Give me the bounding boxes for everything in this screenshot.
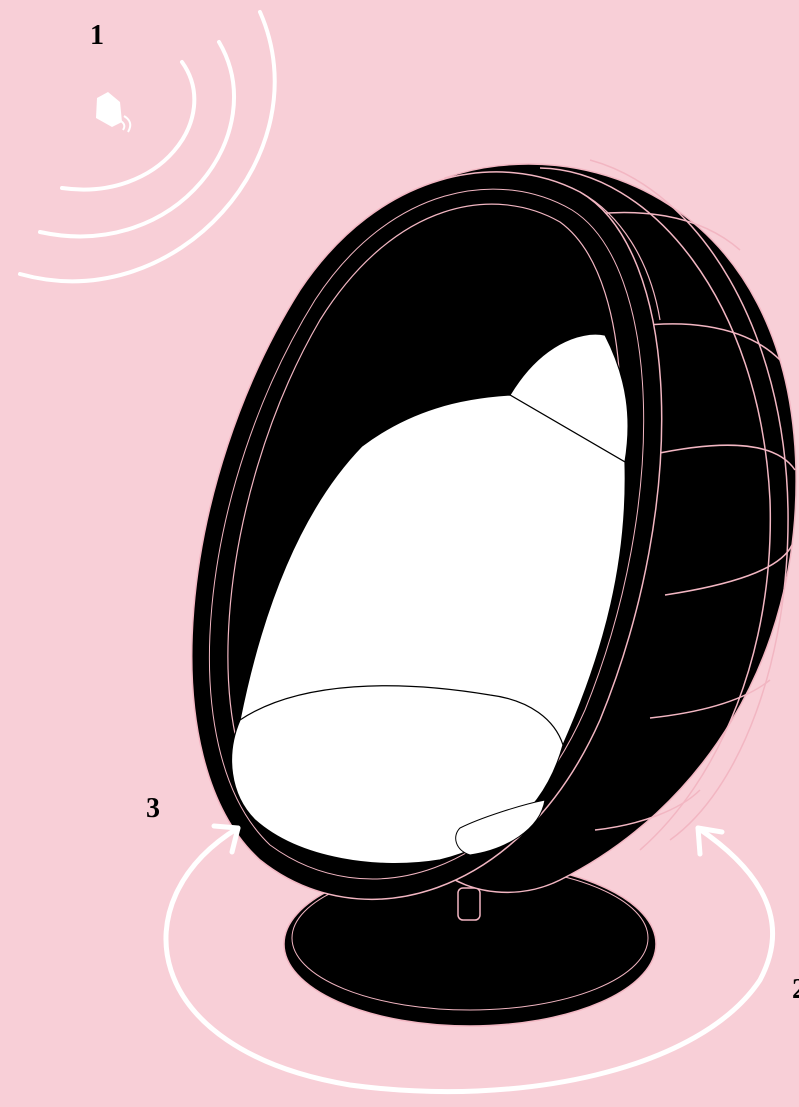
callout-2: 2: [792, 976, 799, 1004]
sound-wave-outer: [20, 12, 275, 281]
sound-waves: [20, 12, 275, 281]
speaker-sound-icon: [96, 92, 130, 132]
rotation-arrowhead-left: [214, 826, 238, 852]
callout-1: 1: [90, 22, 104, 50]
sound-wave-inner: [62, 62, 194, 190]
sound-wave-middle: [40, 42, 234, 236]
callout-3: 3: [146, 795, 160, 823]
